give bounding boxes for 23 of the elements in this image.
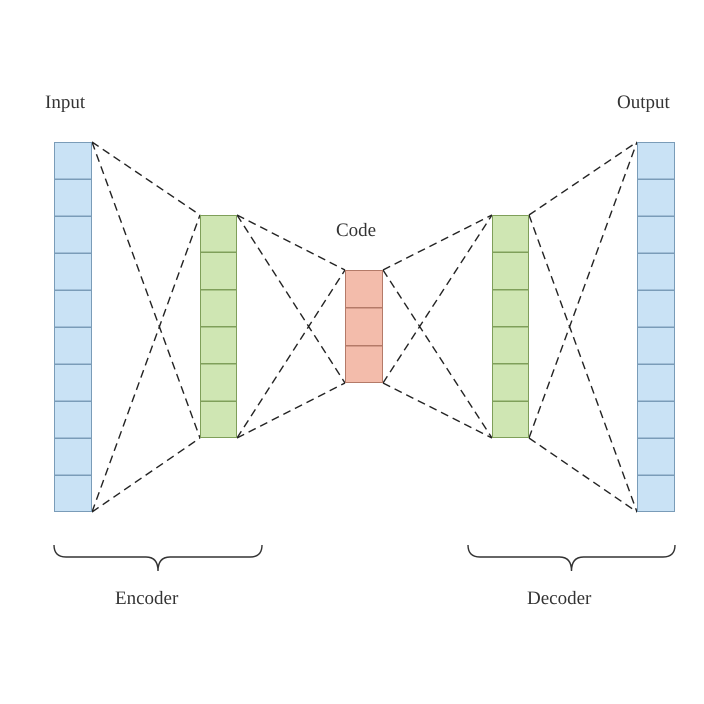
layer-label: Code: [336, 220, 376, 242]
connection-line: [528, 437, 638, 513]
connection-line: [91, 142, 201, 438]
layer-label: Output: [617, 92, 670, 114]
layer-label: Input: [45, 92, 86, 114]
connection-line: [236, 214, 346, 271]
group-label: Encoder: [115, 588, 178, 610]
group-label: Decoder: [527, 588, 592, 610]
connection-line: [91, 214, 201, 512]
connection-line: [382, 214, 493, 384]
connection-line: [236, 214, 346, 384]
layer-bar: [492, 215, 529, 438]
connection-line: [382, 214, 492, 271]
connection-line: [92, 437, 200, 513]
connection-line: [382, 270, 493, 438]
connection-line: [92, 141, 200, 216]
connection-line: [236, 270, 346, 438]
connection-line: [528, 214, 638, 512]
connection-line: [236, 382, 346, 439]
layer-bar: [200, 215, 237, 438]
connection-line: [382, 382, 492, 439]
connection-line: [528, 141, 638, 216]
connection-line: [528, 142, 638, 438]
